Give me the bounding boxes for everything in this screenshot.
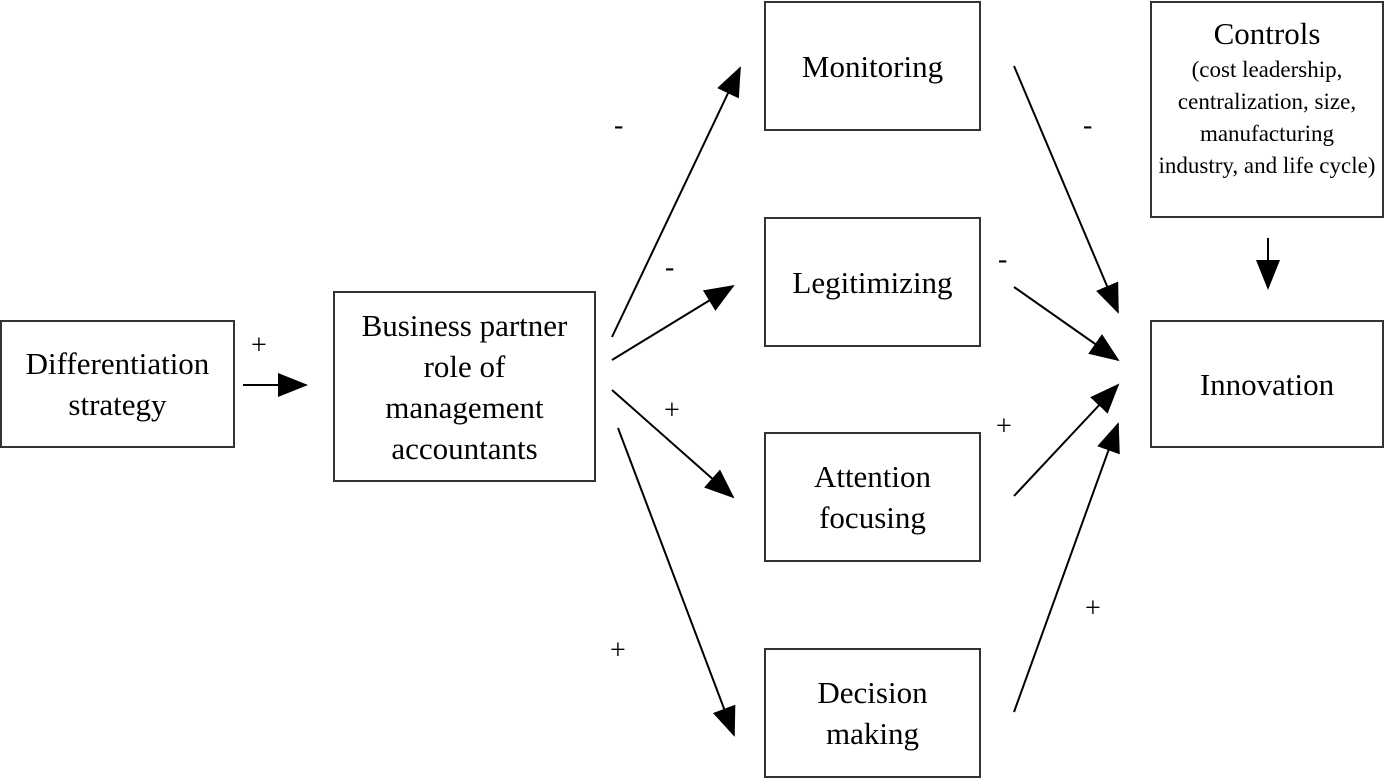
sign-attention-to-innovation: + [996,411,1012,442]
sign-monitoring-to-innovation: - [1083,110,1093,141]
node-business-partner-label: Business partner role of management acco… [361,307,568,466]
node-decision-making: Decision making [764,648,981,778]
node-legitimizing-label: Legitimizing [792,264,953,300]
node-business-partner-role: Business partner role of management acco… [333,291,596,482]
node-attention-focusing: Attention focusing [764,432,981,562]
arrow-legitimizing-to-innovation [1013,286,1120,362]
arrow-decision-to-innovation [1013,422,1120,713]
sign-partner-to-legitimizing: - [665,252,675,283]
node-monitoring: Monitoring [764,1,981,131]
node-controls-detail: (cost leadership, centralization, size, … [1158,57,1376,178]
sign-partner-to-attention: + [664,395,680,426]
sign-differentiation-to-partner: + [251,330,267,361]
arrow-partner-to-monitoring [611,66,741,338]
arrow-monitoring-to-innovation [1013,65,1119,314]
node-controls: Controls (cost leadership, centralizatio… [1150,1,1384,218]
arrow-partner-to-legitimizing [611,284,735,361]
node-decision-making-label: Decision making [817,675,928,751]
sign-partner-to-decision: + [610,635,626,666]
sign-decision-to-innovation: + [1085,593,1101,624]
node-differentiation-strategy: Differentiation strategy [0,320,235,448]
sign-partner-to-monitoring: - [614,110,624,141]
arrow-partner-to-decision [617,427,736,737]
node-monitoring-label: Monitoring [801,48,944,84]
sign-legitimizing-to-innovation: - [998,244,1008,275]
node-attention-focusing-label: Attention focusing [813,459,932,535]
node-differentiation-label: Differentiation strategy [25,346,210,422]
node-innovation-label: Innovation [1199,366,1335,402]
arrow-partner-to-attention [611,389,735,499]
node-controls-title: Controls [1213,16,1321,51]
arrow-attention-to-innovation [1013,383,1120,497]
node-innovation: Innovation [1150,320,1384,448]
node-legitimizing: Legitimizing [764,217,981,347]
